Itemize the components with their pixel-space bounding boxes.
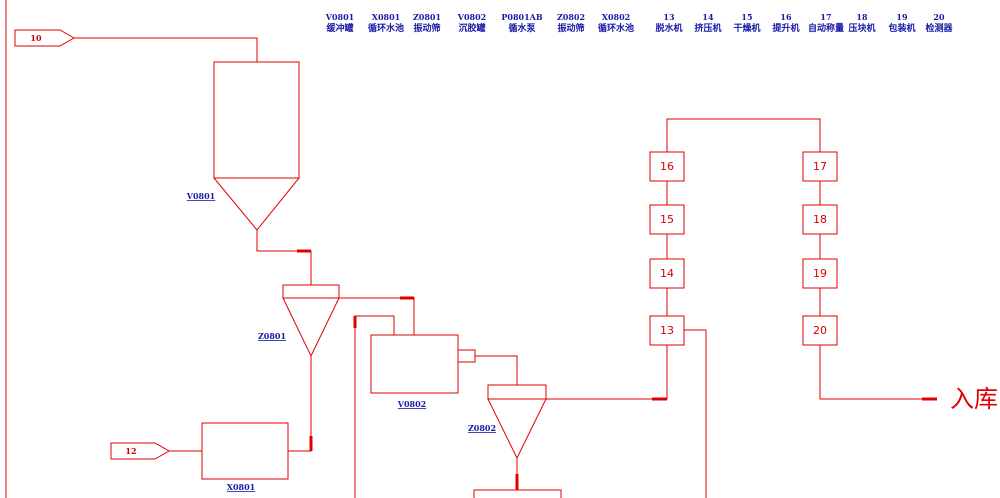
header-code: 15 — [741, 12, 752, 22]
header-code: 17 — [820, 12, 831, 22]
return-line — [354, 315, 395, 498]
header-name: 循环水池 — [598, 22, 634, 34]
header-name: 循环水池 — [368, 22, 404, 34]
stream-flag-number: 12 — [125, 446, 136, 456]
stream-flag-number: 10 — [30, 33, 42, 43]
screen-z0802 — [487, 384, 547, 460]
storage-outlet-label: 入库 — [950, 385, 998, 413]
header-name: 检测器 — [925, 22, 953, 34]
box-14: 14 — [649, 258, 685, 289]
header-code: 20 — [933, 12, 945, 22]
header-code: 18 — [856, 12, 868, 22]
box-18-number: 18 — [813, 213, 827, 226]
line-v0802-to-z0802 — [475, 355, 518, 385]
label-z0802: Z0802 — [468, 423, 496, 433]
header-name: 振动筛 — [413, 22, 440, 34]
header-name: 脱水机 — [655, 22, 682, 34]
box-14-number: 14 — [660, 267, 674, 280]
equipment-header: V0801 缓冲罐 X0801 循环水池 Z0801 振动筛 V0802 沉胶罐… — [325, 12, 954, 34]
box-15-number: 15 — [660, 213, 674, 226]
header-code: X0802 — [602, 12, 630, 22]
box-16: 16 — [649, 151, 685, 182]
box-16-number: 16 — [660, 160, 674, 173]
header-name: 缓冲罐 — [326, 22, 353, 34]
box-17: 17 — [802, 151, 838, 182]
box-15: 15 — [649, 204, 685, 235]
header-code: 14 — [702, 12, 714, 22]
header-name: 振动筛 — [557, 22, 584, 34]
header-code: V0801 — [325, 12, 354, 22]
header-name: 自动称量 — [808, 22, 844, 34]
header-name: 包装机 — [887, 22, 915, 34]
screen-z0801 — [282, 284, 340, 358]
stream-flag-10: 10 — [14, 29, 76, 47]
label-z0801: Z0801 — [258, 331, 286, 341]
header-code: Z0801 — [413, 12, 441, 22]
box-13: 13 — [649, 315, 685, 346]
header-code: P0801AB — [501, 12, 542, 22]
header-code: 13 — [663, 12, 675, 22]
box-20: 20 — [802, 315, 838, 346]
line-z0802-to-13 — [546, 345, 668, 400]
feed-line-10 — [74, 37, 258, 62]
header-code: 16 — [780, 12, 792, 22]
header-name: 挤压机 — [694, 22, 721, 34]
tank-x0802 — [473, 489, 562, 498]
label-v0802: V0802 — [397, 399, 426, 409]
link-16-17 — [666, 118, 821, 152]
stream-flag-12: 12 — [110, 442, 171, 460]
header-code: V0802 — [457, 12, 486, 22]
header-name: 沉胶罐 — [458, 22, 485, 34]
label-v0801: V0801 — [186, 191, 215, 201]
header-code: Z0802 — [557, 12, 585, 22]
header-name: 提升机 — [772, 22, 799, 34]
box-17-number: 17 — [813, 160, 827, 173]
header-name: 循水泵 — [508, 22, 536, 34]
header-name: 干燥机 — [733, 22, 760, 34]
header-code: 19 — [896, 12, 908, 22]
pool-x0801 — [201, 422, 289, 480]
tank-v0802 — [370, 334, 476, 394]
box-20-number: 20 — [813, 324, 827, 337]
box-19: 19 — [802, 258, 838, 289]
line-13-side — [684, 329, 707, 498]
header-name: 压块机 — [848, 22, 875, 34]
label-x0801: X0801 — [227, 482, 255, 492]
box-19-number: 19 — [813, 267, 827, 280]
line-z0801-to-x0801 — [288, 356, 312, 452]
header-code: X0801 — [372, 12, 400, 22]
box-13-number: 13 — [660, 324, 674, 337]
line-20-to-storage — [819, 345, 925, 400]
line-v0801-to-z0801 — [256, 230, 312, 285]
tank-v0801 — [212, 61, 301, 231]
box-18: 18 — [802, 204, 838, 235]
